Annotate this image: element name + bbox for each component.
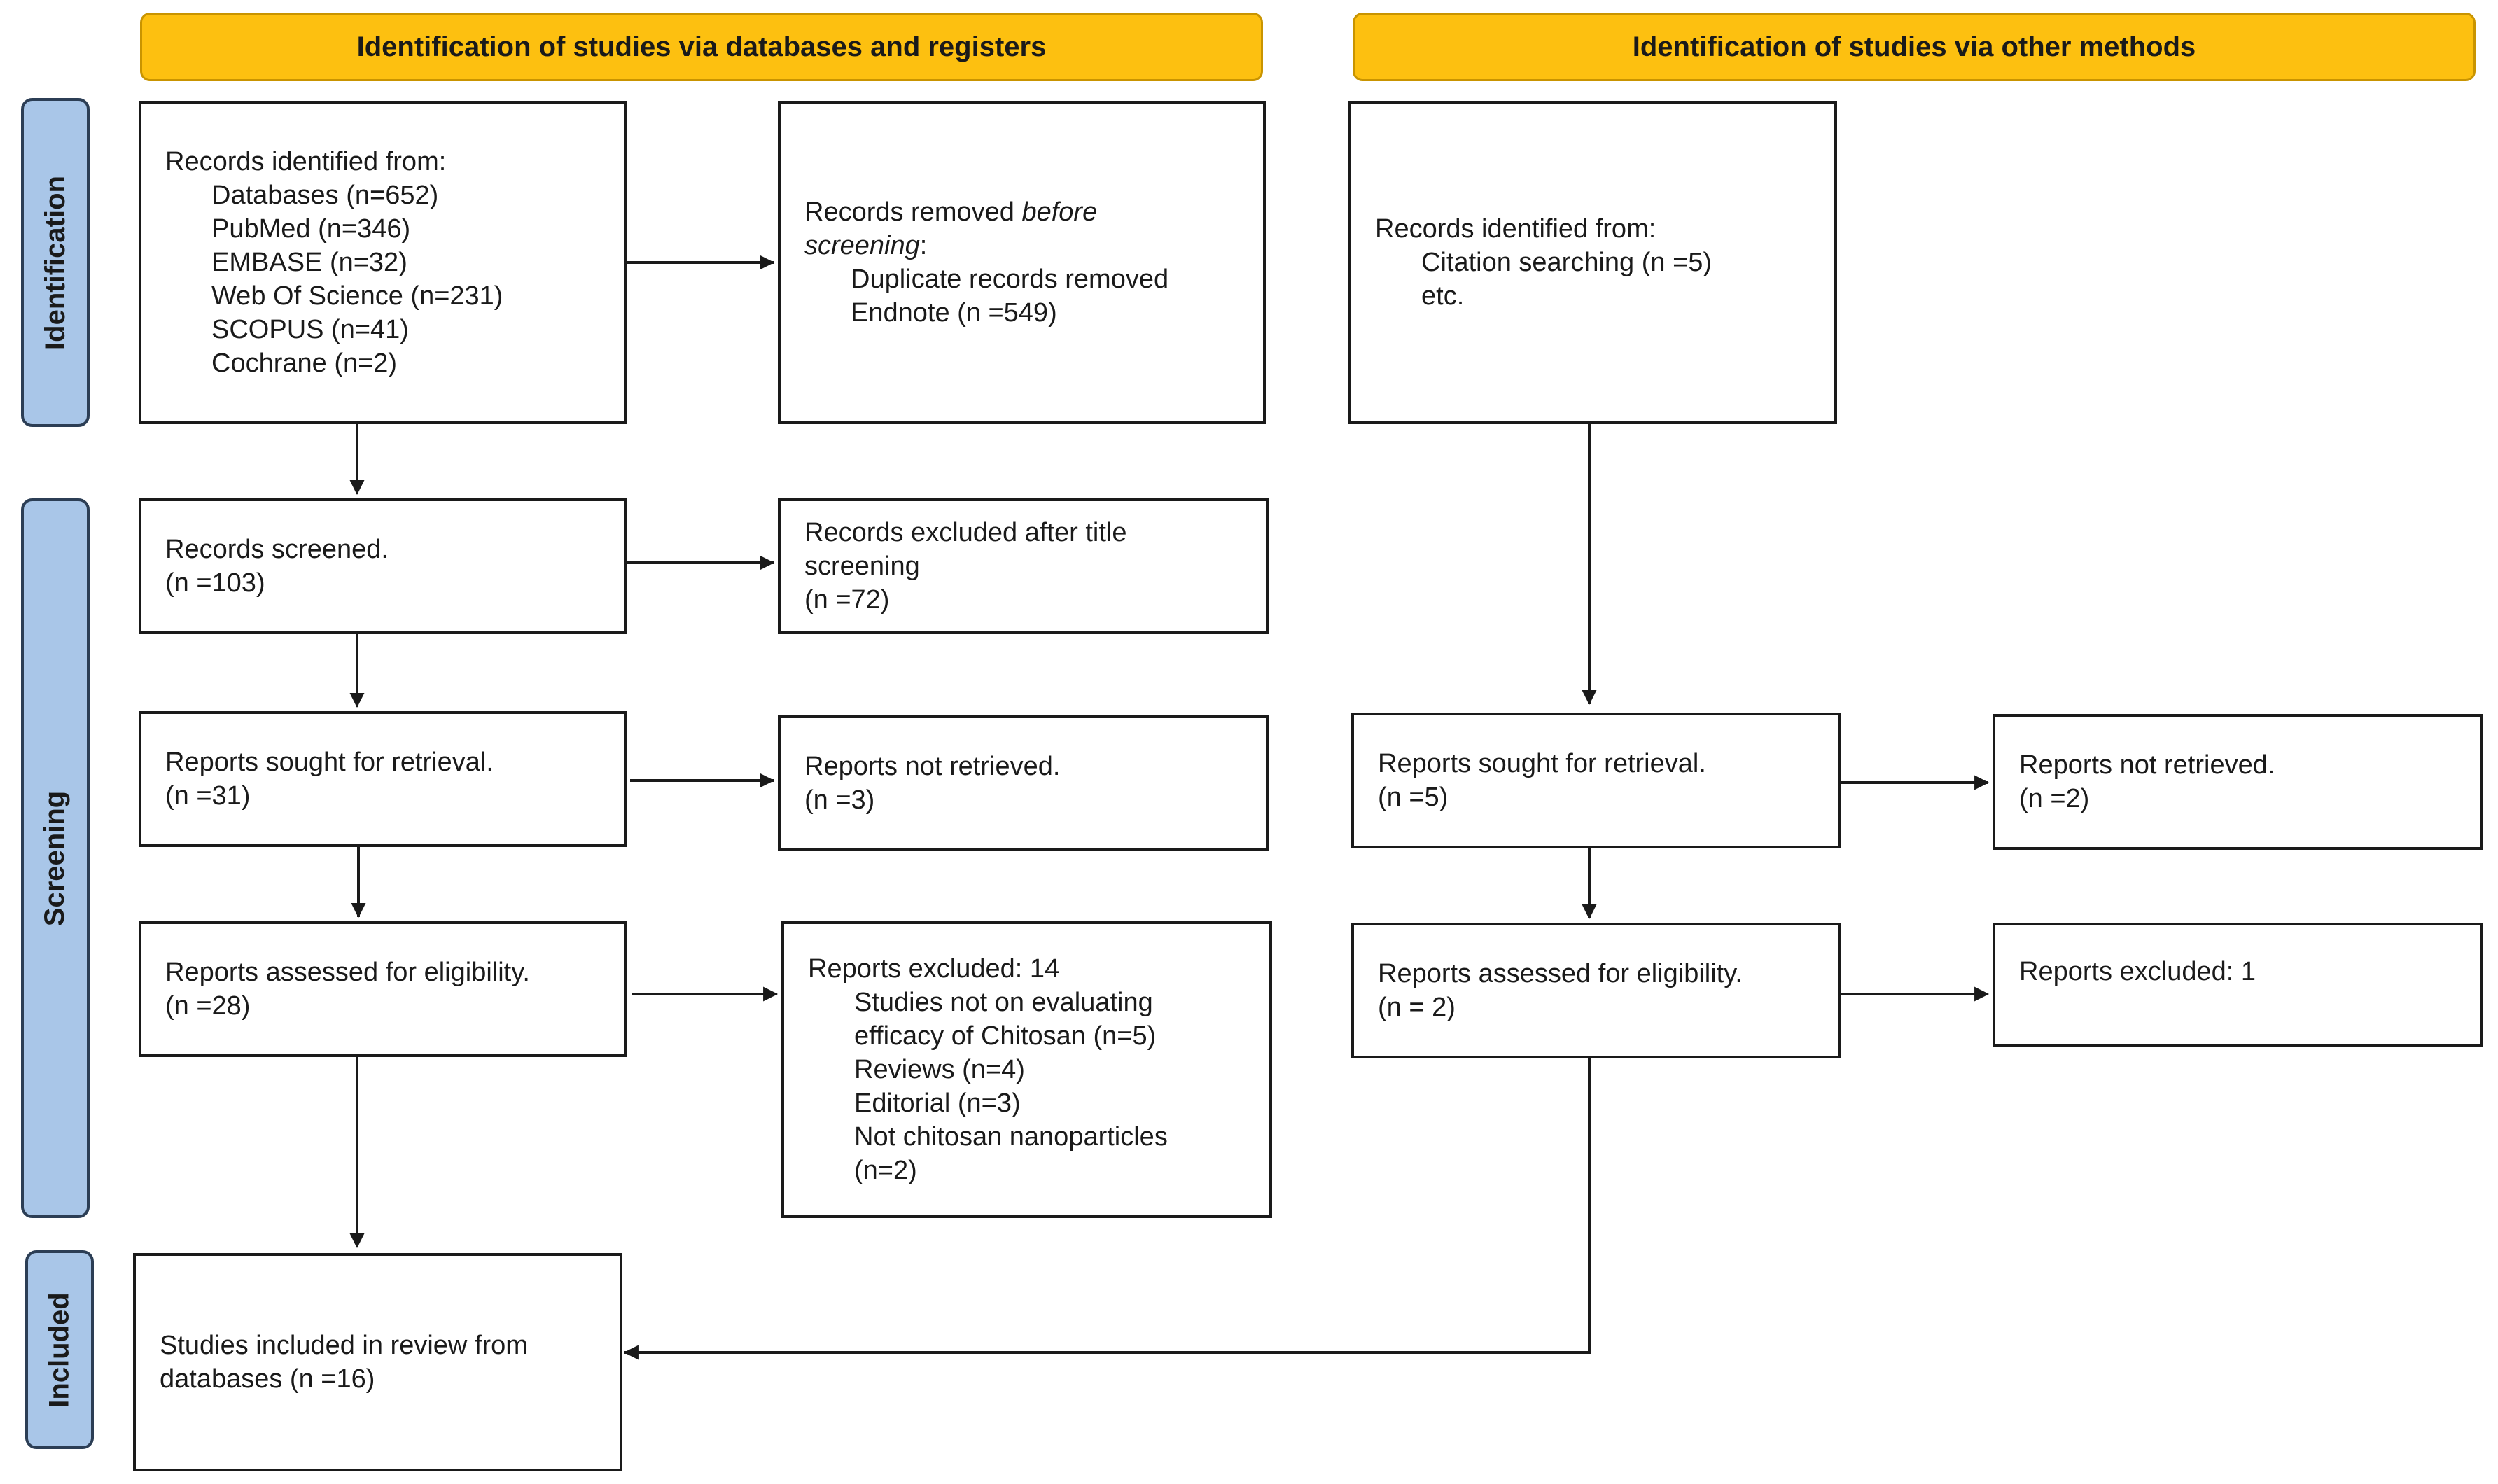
other-reports-sought-box: Reports sought for retrieval. (n =5) bbox=[1351, 713, 1841, 848]
other-reports-sought-count: (n =5) bbox=[1378, 783, 1449, 812]
other-reports-sought-label: Reports sought for retrieval. bbox=[1378, 749, 1706, 778]
records-identified-item: PubMed (n=346) bbox=[211, 214, 411, 244]
other-reports-assessed-count: (n = 2) bbox=[1378, 993, 1456, 1022]
reports-excluded-item: Reviews (n=4) bbox=[854, 1055, 1025, 1084]
other-reports-not-retrieved-label: Reports not retrieved. bbox=[2019, 750, 2275, 780]
reports-assessed-label: Reports assessed for eligibility. bbox=[165, 958, 530, 987]
records-removed-line2: screening: bbox=[804, 229, 1242, 262]
records-excluded-line: Records excluded after title bbox=[804, 518, 1127, 547]
records-removed-before: before bbox=[1021, 197, 1098, 227]
records-screened-label: Records screened. bbox=[165, 535, 389, 564]
records-excluded-count: (n =72) bbox=[804, 585, 890, 615]
records-removed-item: Endnote (n =549) bbox=[851, 298, 1057, 328]
reports-not-retrieved-label: Reports not retrieved. bbox=[804, 752, 1061, 781]
records-removed-box: Records removed before screening: Duplic… bbox=[778, 101, 1266, 424]
reports-excluded-item: (n=2) bbox=[854, 1156, 917, 1185]
reports-excluded-title: Reports excluded: 14 bbox=[808, 954, 1060, 983]
studies-included-line: databases (n =16) bbox=[160, 1364, 375, 1394]
records-removed-line1: Records removed before bbox=[804, 195, 1242, 229]
arrow-other-assessed-to-included bbox=[623, 1058, 1591, 1360]
phase-included: Included bbox=[25, 1250, 94, 1449]
records-removed-prefix: Records removed bbox=[804, 197, 1022, 227]
phase-identification: Identification bbox=[21, 98, 90, 427]
records-identified-item: Web Of Science (n=231) bbox=[211, 281, 503, 311]
records-identified-item: SCOPUS (n=41) bbox=[211, 315, 409, 344]
other-reports-excluded-box: Reports excluded: 1 bbox=[1993, 923, 2483, 1047]
reports-excluded-box: Reports excluded: 14 Studies not on eval… bbox=[781, 921, 1272, 1218]
records-identified-item: Databases (n=652) bbox=[211, 181, 439, 210]
records-removed-screening: screening bbox=[804, 231, 920, 260]
reports-sought-count: (n =31) bbox=[165, 781, 251, 811]
header-databases: Identification of studies via databases … bbox=[140, 13, 1263, 81]
phase-screening: Screening bbox=[21, 498, 90, 1218]
records-identified-box: Records identified from: Databases (n=65… bbox=[139, 101, 627, 424]
other-reports-not-retrieved-box: Reports not retrieved. (n =2) bbox=[1993, 714, 2483, 850]
records-identified-item: Cochrane (n=2) bbox=[211, 349, 398, 378]
other-records-identified-item: Citation searching (n =5) bbox=[1421, 248, 1712, 277]
records-removed-colon: : bbox=[919, 231, 928, 260]
other-reports-assessed-label: Reports assessed for eligibility. bbox=[1378, 959, 1743, 988]
records-excluded-box: Records excluded after title screening (… bbox=[778, 498, 1269, 634]
other-records-identified-item: etc. bbox=[1421, 281, 1465, 311]
reports-assessed-box: Reports assessed for eligibility. (n =28… bbox=[139, 921, 627, 1057]
records-identified-item: EMBASE (n=32) bbox=[211, 248, 407, 277]
reports-excluded-item: efficacy of Chitosan (n=5) bbox=[854, 1021, 1157, 1051]
records-identified-title: Records identified from: bbox=[165, 147, 447, 176]
records-excluded-line: screening bbox=[804, 552, 920, 581]
reports-sought-label: Reports sought for retrieval. bbox=[165, 748, 494, 777]
records-screened-count: (n =103) bbox=[165, 568, 265, 598]
other-reports-not-retrieved-count: (n =2) bbox=[2019, 784, 2090, 813]
other-reports-excluded-title: Reports excluded: 1 bbox=[2019, 957, 2256, 986]
reports-not-retrieved-box: Reports not retrieved. (n =3) bbox=[778, 715, 1269, 851]
reports-excluded-item: Studies not on evaluating bbox=[854, 988, 1153, 1017]
other-records-identified-title: Records identified from: bbox=[1375, 214, 1656, 244]
reports-sought-box: Reports sought for retrieval. (n =31) bbox=[139, 711, 627, 847]
reports-excluded-item: Editorial (n=3) bbox=[854, 1088, 1021, 1118]
reports-excluded-item: Not chitosan nanoparticles bbox=[854, 1122, 1168, 1152]
studies-included-line: Studies included in review from bbox=[160, 1331, 528, 1360]
other-records-identified-box: Records identified from: Citation search… bbox=[1348, 101, 1837, 424]
reports-not-retrieved-count: (n =3) bbox=[804, 785, 875, 815]
studies-included-box: Studies included in review from database… bbox=[133, 1253, 622, 1471]
header-other-methods: Identification of studies via other meth… bbox=[1353, 13, 2476, 81]
records-screened-box: Records screened. (n =103) bbox=[139, 498, 627, 634]
reports-assessed-count: (n =28) bbox=[165, 991, 251, 1021]
other-reports-assessed-box: Reports assessed for eligibility. (n = 2… bbox=[1351, 923, 1841, 1058]
records-removed-item: Duplicate records removed bbox=[851, 265, 1169, 294]
